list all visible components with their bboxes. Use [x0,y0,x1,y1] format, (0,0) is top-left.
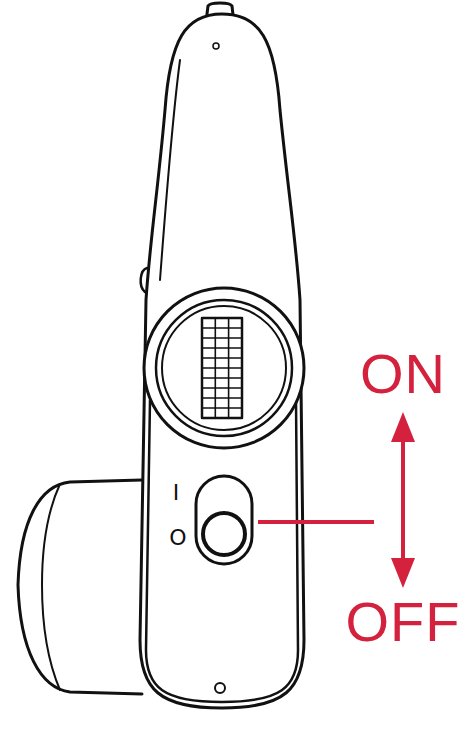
bottom-hole [215,683,225,693]
speaker-ring [156,300,292,436]
leader-line [258,520,374,524]
state-label: OFF [346,594,461,650]
state-label: ON [360,346,446,402]
grill-grid [202,318,242,418]
top-hole [213,43,219,49]
body-edge [160,60,180,280]
ear-tip-edge [42,484,60,690]
speaker-inner [162,306,286,430]
ear-tip [18,480,142,694]
arrow-head-up [391,412,415,442]
arrow-head-down [391,558,415,588]
switch-mark: O [169,527,186,549]
side-bump [141,268,147,292]
arrow-shaft [401,440,405,560]
switch-slot [196,476,252,564]
speaker-grill [202,318,242,418]
device-body [140,14,304,708]
speaker-housing [144,288,304,448]
switch-knob [203,513,245,555]
switch-mark: I [173,482,180,504]
